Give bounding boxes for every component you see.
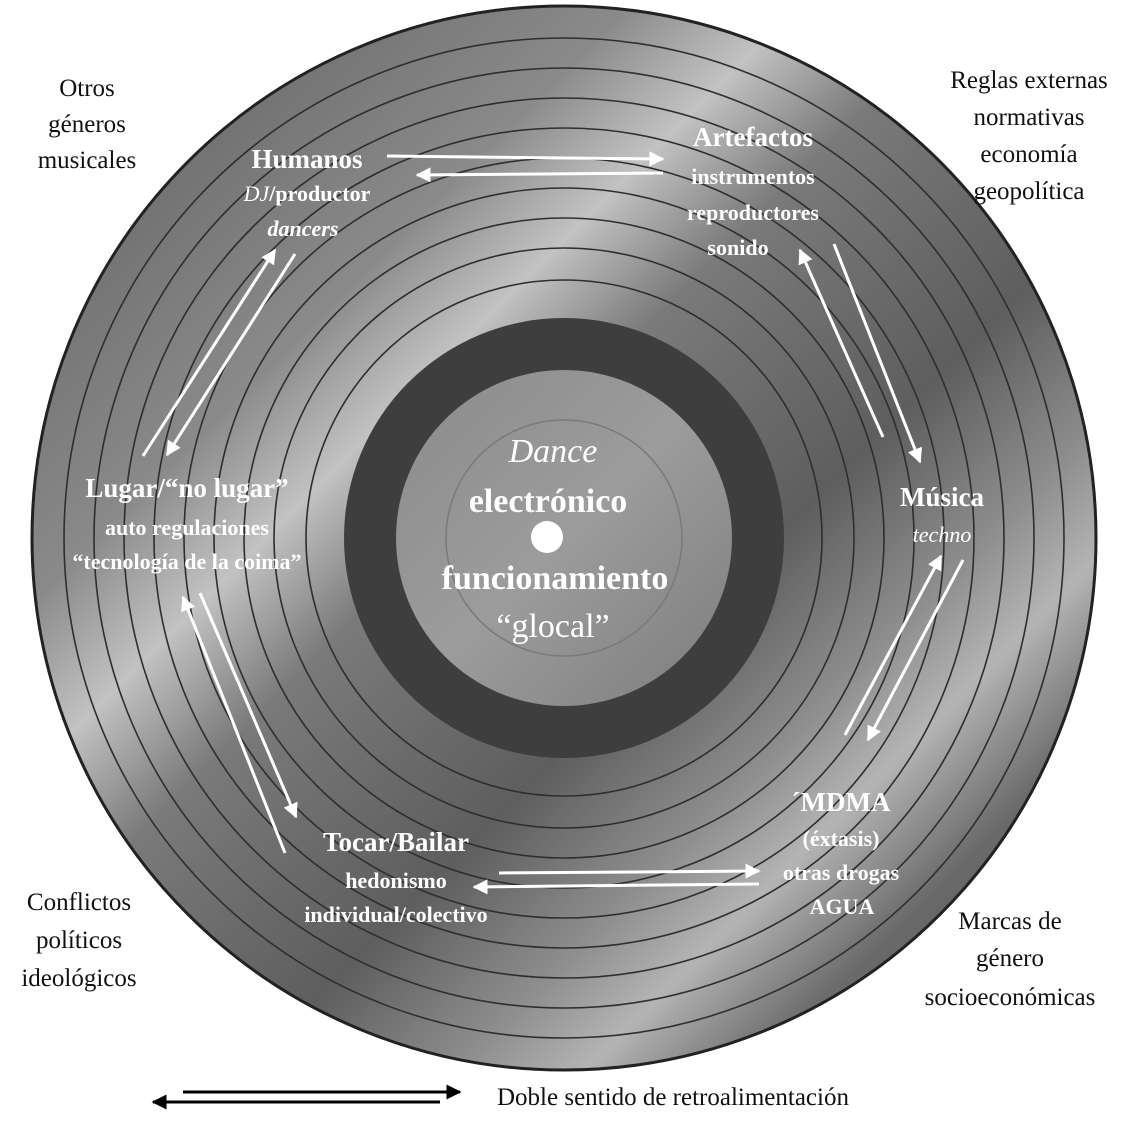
outer-ideologicos: ideológicos	[21, 965, 136, 992]
outer-marcas-de: Marcas de	[958, 908, 1061, 935]
outer-economia: economía	[980, 141, 1077, 168]
center-dance: Dance	[508, 433, 598, 470]
node-mdma: ´MDMA (éxtasis) otras drogas AGUA	[783, 787, 900, 919]
humanos-productor: /productor	[268, 181, 370, 206]
humanos-dj: DJ	[243, 181, 271, 206]
lugar-tecnologia-coima: “tecnología de la coima”	[72, 549, 301, 574]
outer-reglas-externas: Reglas externas	[950, 67, 1108, 94]
arrow-artefactos-to-musica	[832, 243, 923, 464]
outer-normativas: normativas	[973, 104, 1084, 131]
arrow-mdma-to-tocar	[472, 879, 760, 895]
tocar-title: Tocar/Bailar	[323, 827, 469, 857]
legend-double-arrow-icon	[151, 1084, 462, 1110]
outer-bottom-left: Conflictos políticos ideológicos	[21, 889, 136, 992]
humanos-title: Humanos	[251, 144, 362, 174]
tocar-individual-colectivo: individual/colectivo	[304, 902, 487, 927]
node-musica: Música techno	[900, 482, 984, 547]
feedback-arrows	[141, 151, 965, 895]
artefactos-instrumentos: instrumentos	[691, 164, 815, 189]
record-label	[396, 370, 732, 706]
arrow-lugar-to-tocar	[198, 592, 298, 819]
humanos-line1: DJ/productor	[243, 181, 371, 206]
node-artefactos: Artefactos instrumentos reproductores so…	[687, 122, 819, 260]
spindle-hole	[531, 521, 563, 553]
outer-top-left: Otros géneros musicales	[38, 75, 137, 174]
node-tocar-bailar: Tocar/Bailar hedonismo individual/colect…	[304, 827, 487, 927]
arrow-lugar-to-humanos	[141, 248, 277, 457]
center-glocal: “glocal”	[496, 608, 609, 645]
arrow-humanos-to-artefactos	[386, 151, 665, 167]
node-humanos: Humanos DJ/productor dancers	[243, 144, 371, 241]
legend: Doble sentido de retroalimentación	[151, 1084, 849, 1111]
lugar-auto-regulaciones: auto regulaciones	[105, 515, 269, 540]
node-lugar: Lugar/“no lugar” auto regulaciones “tecn…	[72, 473, 301, 574]
musica-techno: techno	[913, 522, 972, 547]
mdma-title: ´MDMA	[792, 787, 891, 817]
outer-geopolitica: geopolítica	[973, 178, 1084, 205]
arrow-tocar-to-mdma	[498, 863, 761, 879]
mdma-extasis: (éxtasis)	[803, 826, 880, 851]
outer-musicales: musicales	[38, 147, 137, 174]
lugar-title: Lugar/“no lugar”	[85, 473, 288, 503]
arrow-artefactos-to-humanos	[415, 167, 664, 183]
vinyl-record	[30, 4, 1098, 1072]
mdma-agua: AGUA	[810, 894, 875, 919]
musica-title: Música	[900, 482, 984, 512]
legend-label: Doble sentido de retroalimentación	[497, 1084, 849, 1111]
arrow-humanos-to-lugar	[165, 253, 297, 457]
arrow-mdma-to-musica	[843, 554, 943, 736]
outer-bottom-right: Marcas de género socioeconómicas	[925, 908, 1096, 1011]
artefactos-sonido: sonido	[707, 235, 768, 260]
mdma-otras-drogas: otras drogas	[783, 860, 900, 885]
arrow-musica-to-artefactos	[798, 248, 885, 438]
record-grooves	[63, 37, 1065, 1039]
outer-conflictos: Conflictos	[27, 889, 131, 916]
outer-socioeconomicas: socioeconómicas	[925, 984, 1096, 1011]
center-electronico: electrónico	[469, 483, 628, 520]
center-funcionamiento: funcionamiento	[442, 560, 669, 597]
arrow-tocar-to-lugar	[181, 595, 287, 854]
outer-top-right: Reglas externas normativas economía geop…	[950, 67, 1108, 205]
tocar-hedonismo: hedonismo	[345, 868, 446, 893]
outer-otros: Otros	[59, 75, 115, 102]
outer-politicos: políticos	[36, 927, 122, 954]
arrow-musica-to-mdma	[866, 559, 965, 742]
outer-genero: género	[976, 945, 1044, 972]
humanos-dancers: dancers	[268, 216, 339, 241]
artefactos-title: Artefactos	[693, 122, 813, 152]
artefactos-reproductores: reproductores	[687, 200, 819, 225]
outer-generos: géneros	[48, 111, 126, 138]
